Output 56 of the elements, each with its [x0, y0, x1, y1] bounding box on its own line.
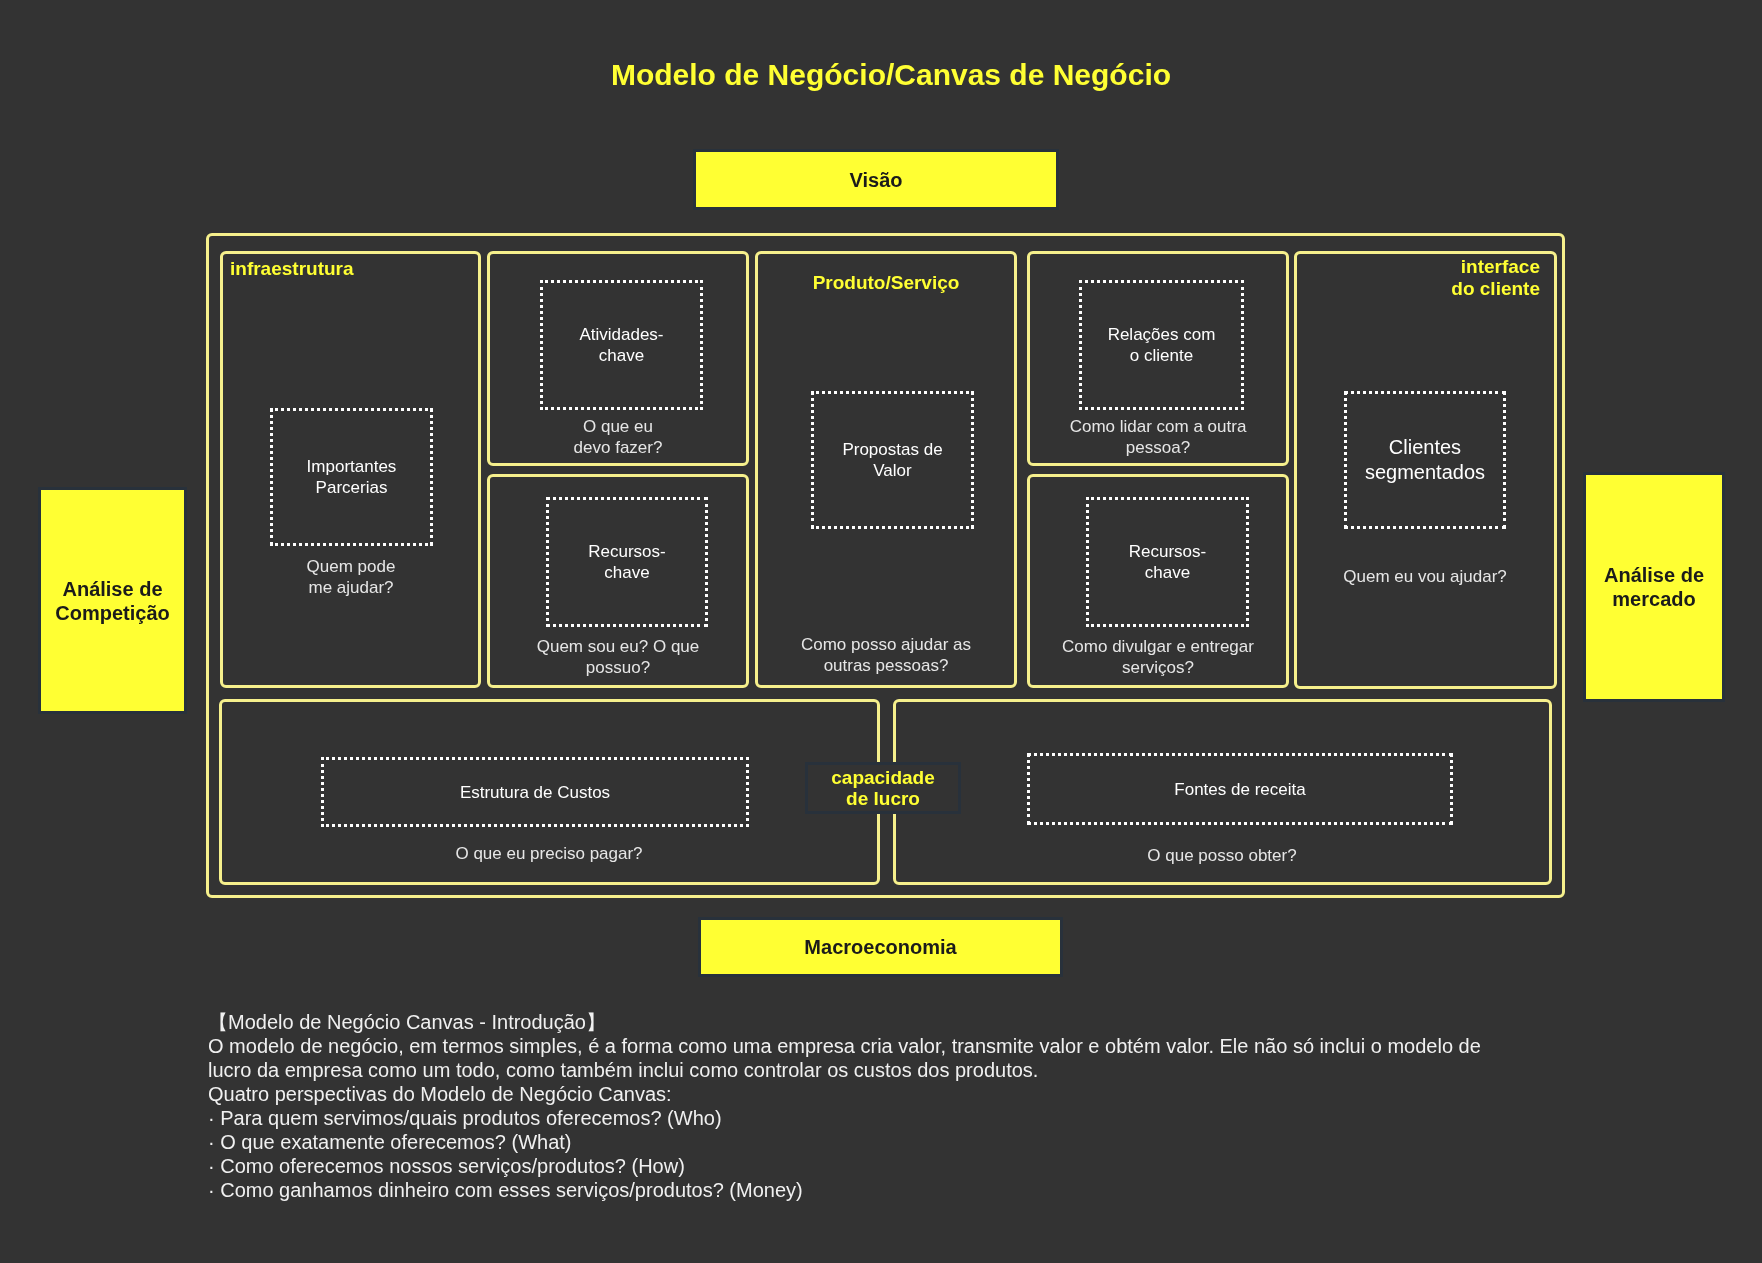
label-text: Análise de Competição	[54, 576, 171, 625]
intro-text: Quatro perspectivas do Modelo de Negócio Canvas:	[208, 1082, 672, 1106]
section-panel	[755, 251, 1017, 688]
list-item: · Como oferecemos nossos serviços/produtos? (How)	[208, 1154, 685, 1178]
label-text: Relações com o cliente	[1106, 324, 1217, 366]
section-title: infraestrutura	[230, 258, 354, 280]
intro-paragraph: O modelo de negócio, em termos simples, é a forma como uma empresa cria valor, transmite valor e obtém valor. Ele não só inclui o modelo de lucro da empresa como um todo, como também inclui como controlar os custos dos produtos.	[208, 1034, 1482, 1082]
intro-heading: 【Modelo de Negócio Canvas - Introdução】	[208, 1010, 606, 1034]
page-title: Modelo de Negócio/Canvas de Negócio	[610, 57, 1172, 93]
label-box	[1583, 472, 1725, 702]
dotted-box	[1344, 391, 1506, 529]
question-text: Quem sou eu? O que possuo?	[535, 636, 701, 678]
list-item: · Para quem servimos/quais produtos oferecemos? (Who)	[208, 1106, 722, 1130]
question-text: Como posso ajudar as outras pessoas?	[799, 634, 973, 676]
dotted-box	[1027, 753, 1453, 825]
label-text: Macroeconomia	[804, 935, 957, 959]
question-text: O que eu preciso pagar?	[455, 843, 643, 864]
dotted-box	[1086, 497, 1249, 627]
question-text: O que eu devo fazer?	[572, 416, 664, 458]
question-text: Como divulgar e entregar serviços?	[1061, 636, 1255, 678]
label-text: Fontes de receita	[1174, 778, 1306, 800]
section-panel	[220, 251, 481, 688]
section-title: interface do cliente	[1450, 256, 1540, 300]
dotted-box	[270, 408, 433, 546]
section-panel	[487, 251, 749, 466]
label-text: Clientes segmentados	[1363, 435, 1487, 485]
label-box	[805, 762, 961, 814]
dotted-box	[1079, 280, 1244, 410]
question-text: O que posso obter?	[1147, 845, 1297, 866]
section-title: Produto/Serviço	[812, 272, 960, 294]
section-panel	[487, 474, 749, 688]
label-box	[693, 149, 1059, 210]
list-item: · O que exatamente oferecemos? (What)	[208, 1130, 572, 1154]
dotted-box	[546, 497, 708, 627]
label-box	[698, 917, 1063, 977]
label-text: Propostas de Valor	[841, 439, 944, 481]
label-text: Recursos-chave	[1127, 541, 1208, 583]
section-panel	[1294, 251, 1557, 689]
list-item: · Como ganhamos dinheiro com esses serviços/produtos? (Money)	[208, 1178, 803, 1202]
dotted-box	[811, 391, 974, 529]
section-panel	[1027, 251, 1289, 466]
label-text: capacidade de lucro	[830, 767, 936, 809]
section-panel	[1027, 474, 1289, 688]
canvas-frame	[206, 233, 1565, 898]
dotted-box	[321, 757, 749, 827]
dotted-box	[540, 280, 703, 410]
label-box	[38, 487, 187, 714]
label-text: Estrutura de Custos	[459, 781, 611, 803]
question-text: Como lidar com a outra pessoa?	[1068, 416, 1248, 458]
label-text: Atividades-chave	[578, 324, 665, 366]
label-text: Visão	[849, 167, 903, 192]
label-text: Importantes Parcerias	[305, 456, 398, 498]
question-text: Quem eu vou ajudar?	[1343, 566, 1507, 587]
question-text: Quem pode me ajudar?	[305, 556, 397, 598]
label-text: Recursos-chave	[587, 541, 667, 583]
label-text: Análise de mercado	[1602, 563, 1705, 611]
